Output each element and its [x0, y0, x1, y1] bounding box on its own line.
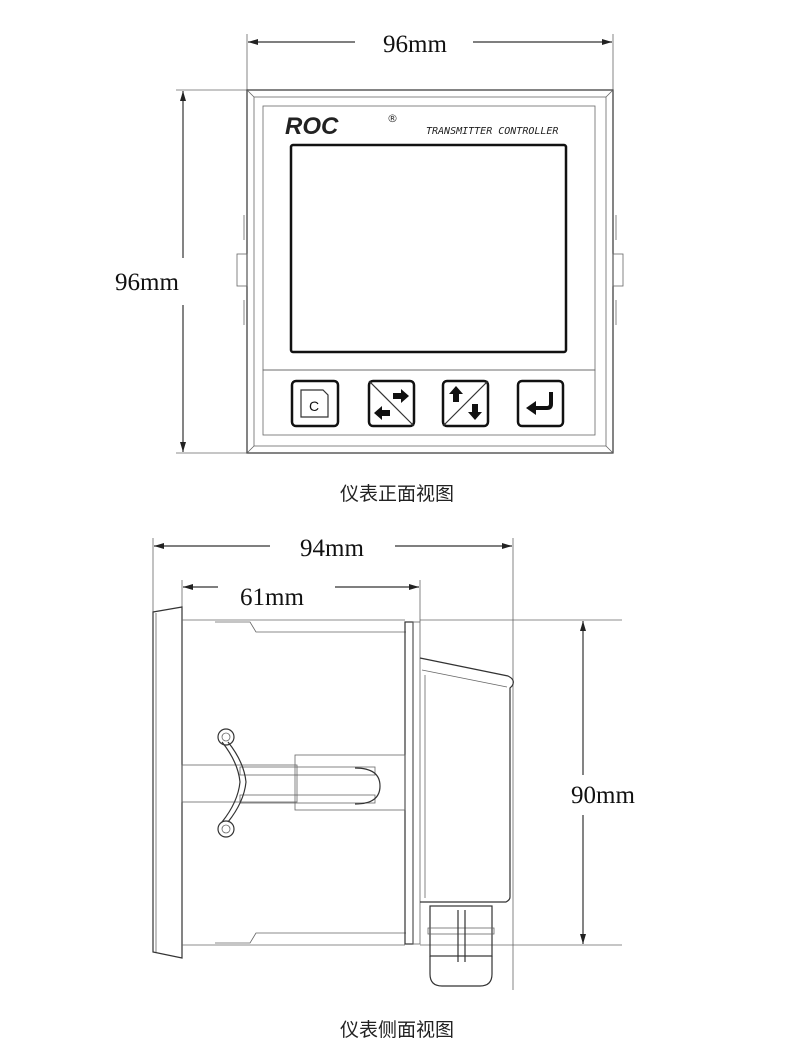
front-bezel — [236, 89, 624, 454]
side-height-dimension: 90mm — [420, 619, 635, 946]
front-view-caption: 仪表正面视图 — [340, 483, 454, 505]
arrow-left-icon — [374, 406, 390, 420]
arrow-down-icon — [468, 404, 482, 420]
enter-key-button[interactable] — [516, 379, 565, 428]
enter-icon — [534, 392, 553, 410]
c-key-label: C — [309, 398, 319, 414]
arrow-up-icon — [449, 386, 463, 402]
front-height-label: 96mm — [115, 269, 179, 296]
device-subtitle: TRANSMITTER CONTROLLER — [426, 126, 558, 137]
shift-key-button[interactable] — [367, 379, 416, 428]
brand-logo: ROC — [285, 113, 339, 140]
arrow-right-icon — [393, 389, 409, 403]
body-depth-label: 61mm — [240, 584, 304, 611]
side-view-caption: 仪表侧面视图 — [340, 1019, 454, 1041]
side-total-depth-dimension: 94mm — [152, 535, 514, 990]
side-body-depth-dimension: 61mm — [181, 580, 421, 622]
c-key-button[interactable]: C — [290, 379, 340, 428]
side-height-label: 90mm — [571, 782, 635, 809]
total-depth-label: 94mm — [300, 535, 364, 562]
display-screen — [289, 143, 568, 354]
side-view-body — [152, 606, 514, 987]
front-width-dimension: 96mm — [246, 31, 614, 92]
up-down-key-button[interactable] — [441, 379, 490, 428]
front-width-label: 96mm — [383, 31, 447, 58]
registered-mark: ® — [387, 112, 398, 125]
front-height-dimension: 96mm — [115, 89, 248, 454]
